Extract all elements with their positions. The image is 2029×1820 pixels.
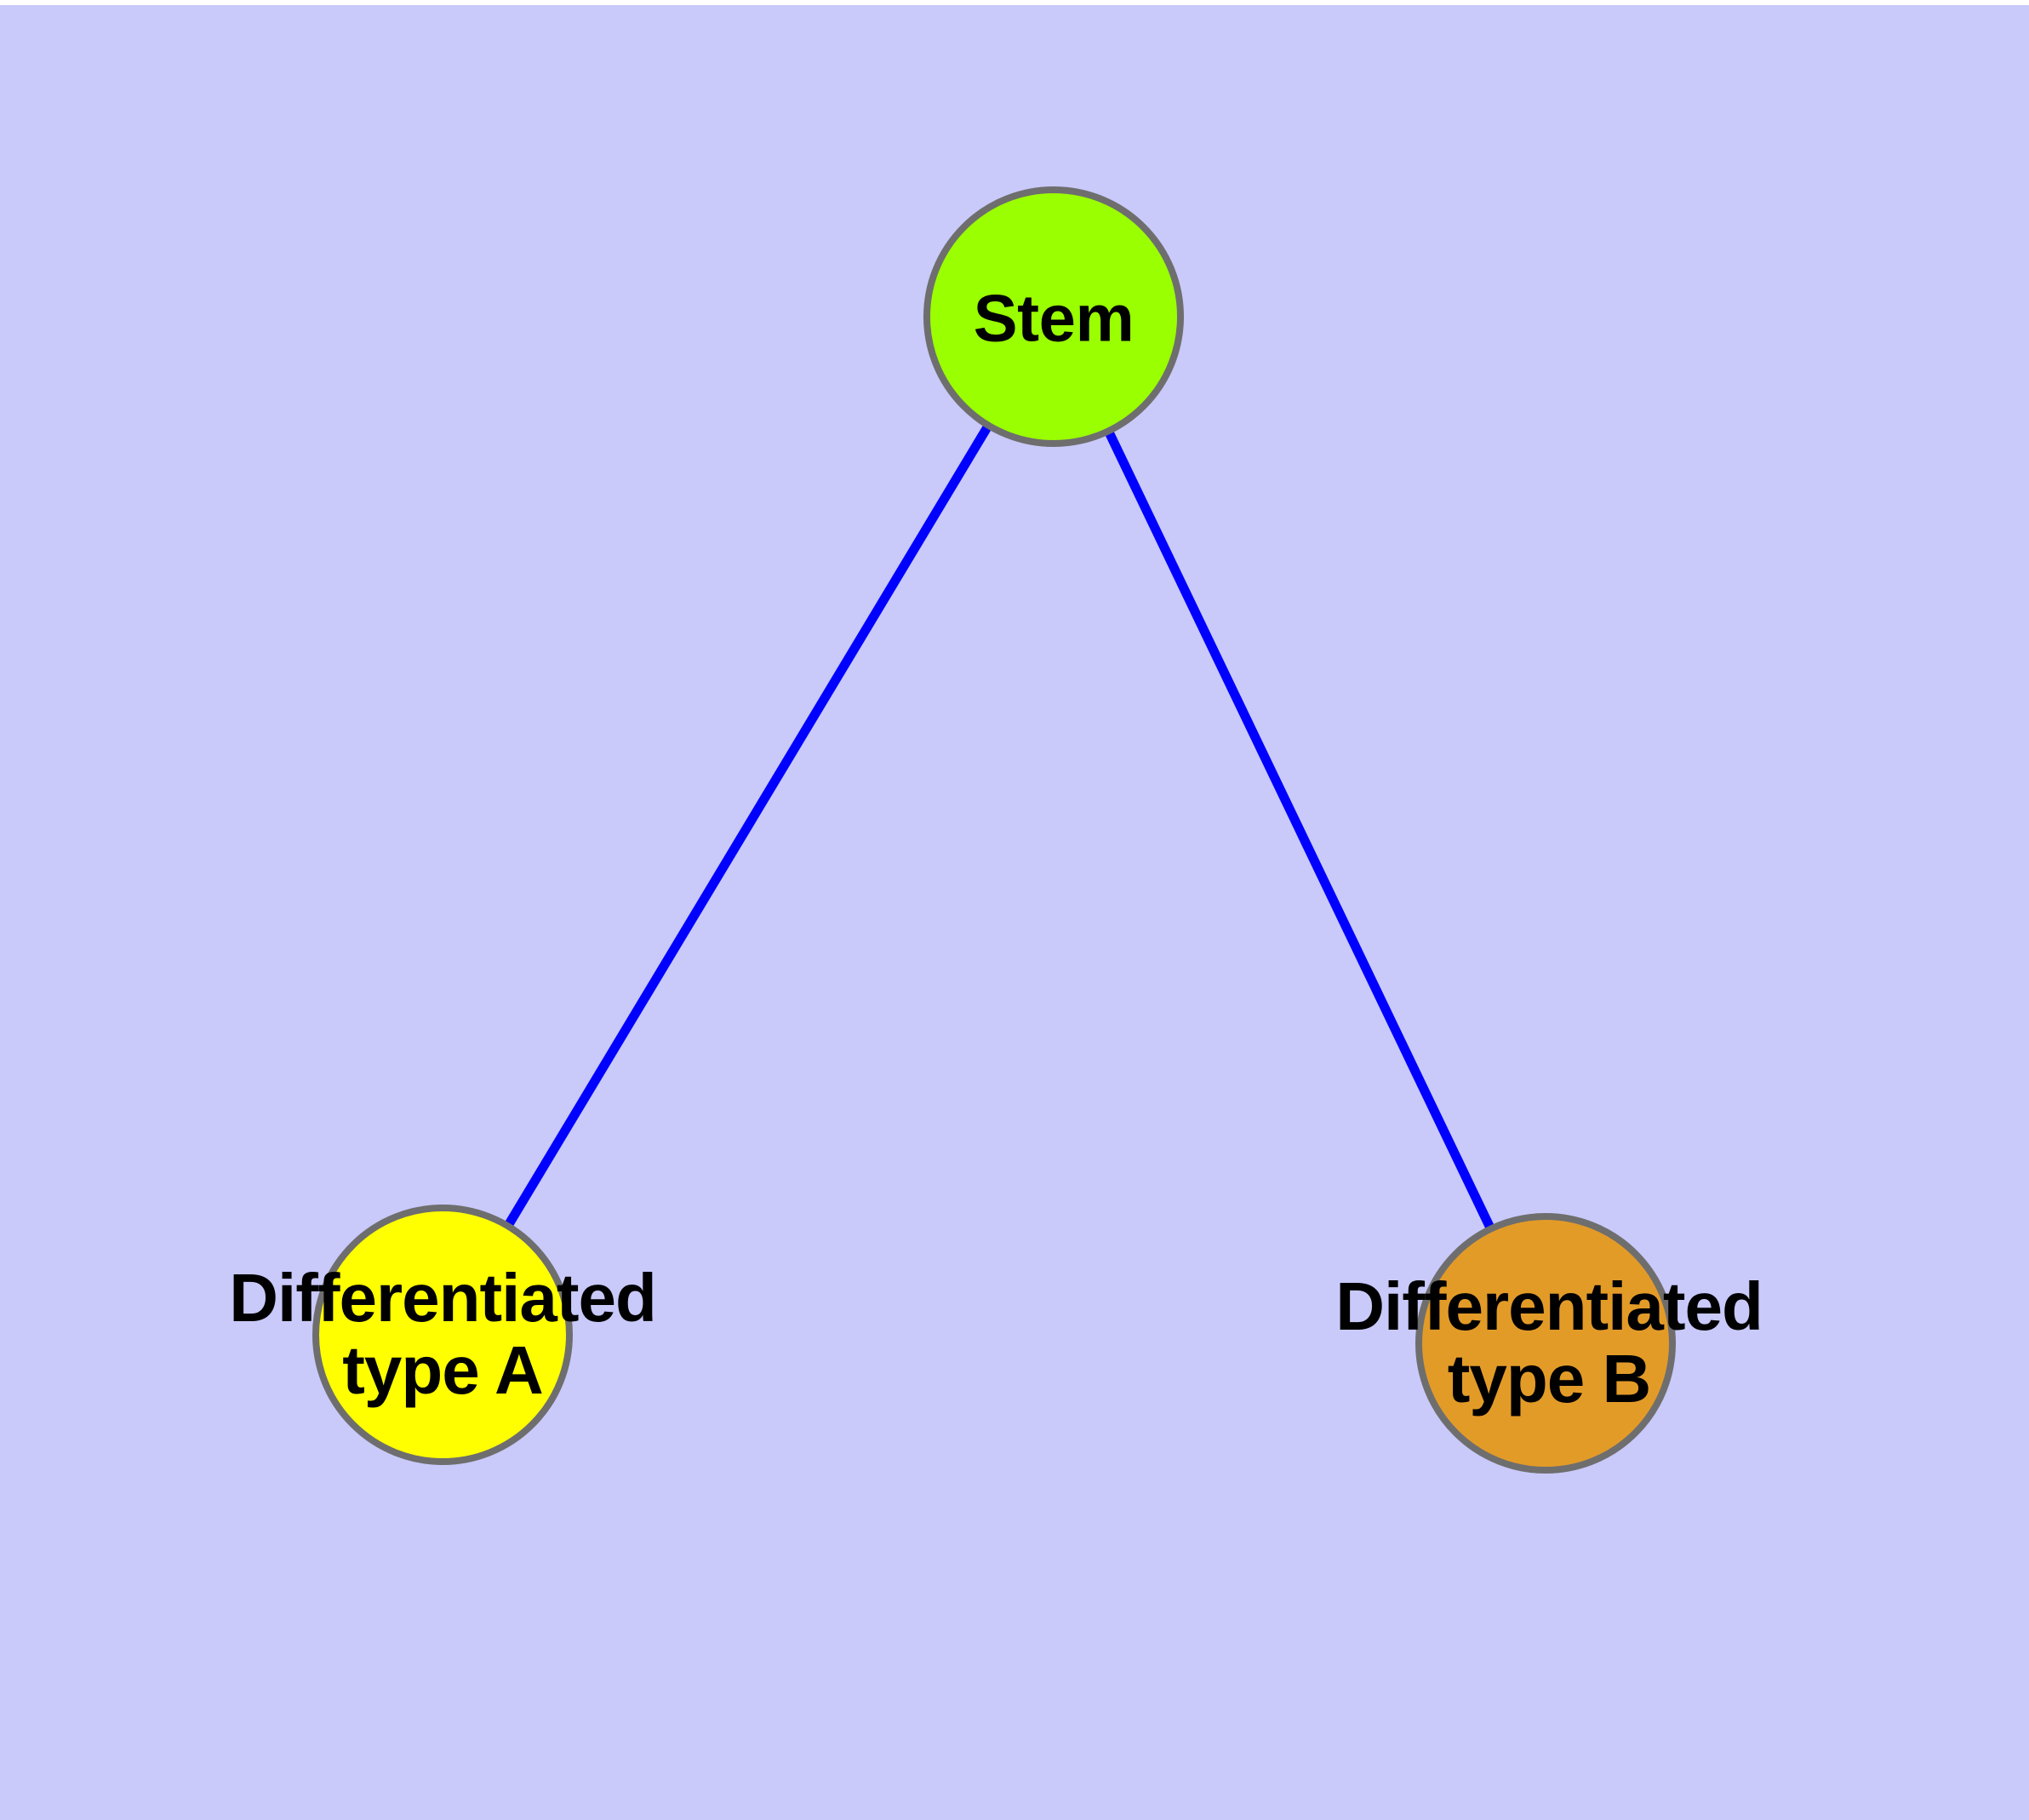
edge-stem-to-type-b[interactable]: [1103, 427, 1496, 1233]
edge-layer: [502, 421, 1496, 1233]
node-stem[interactable]: [923, 186, 1184, 447]
node-differentiated-type-b[interactable]: [1415, 1213, 1676, 1474]
edge-stem-to-type-a[interactable]: [502, 421, 994, 1230]
node-differentiated-type-a[interactable]: [312, 1205, 573, 1465]
node-layer: [312, 186, 1676, 1474]
